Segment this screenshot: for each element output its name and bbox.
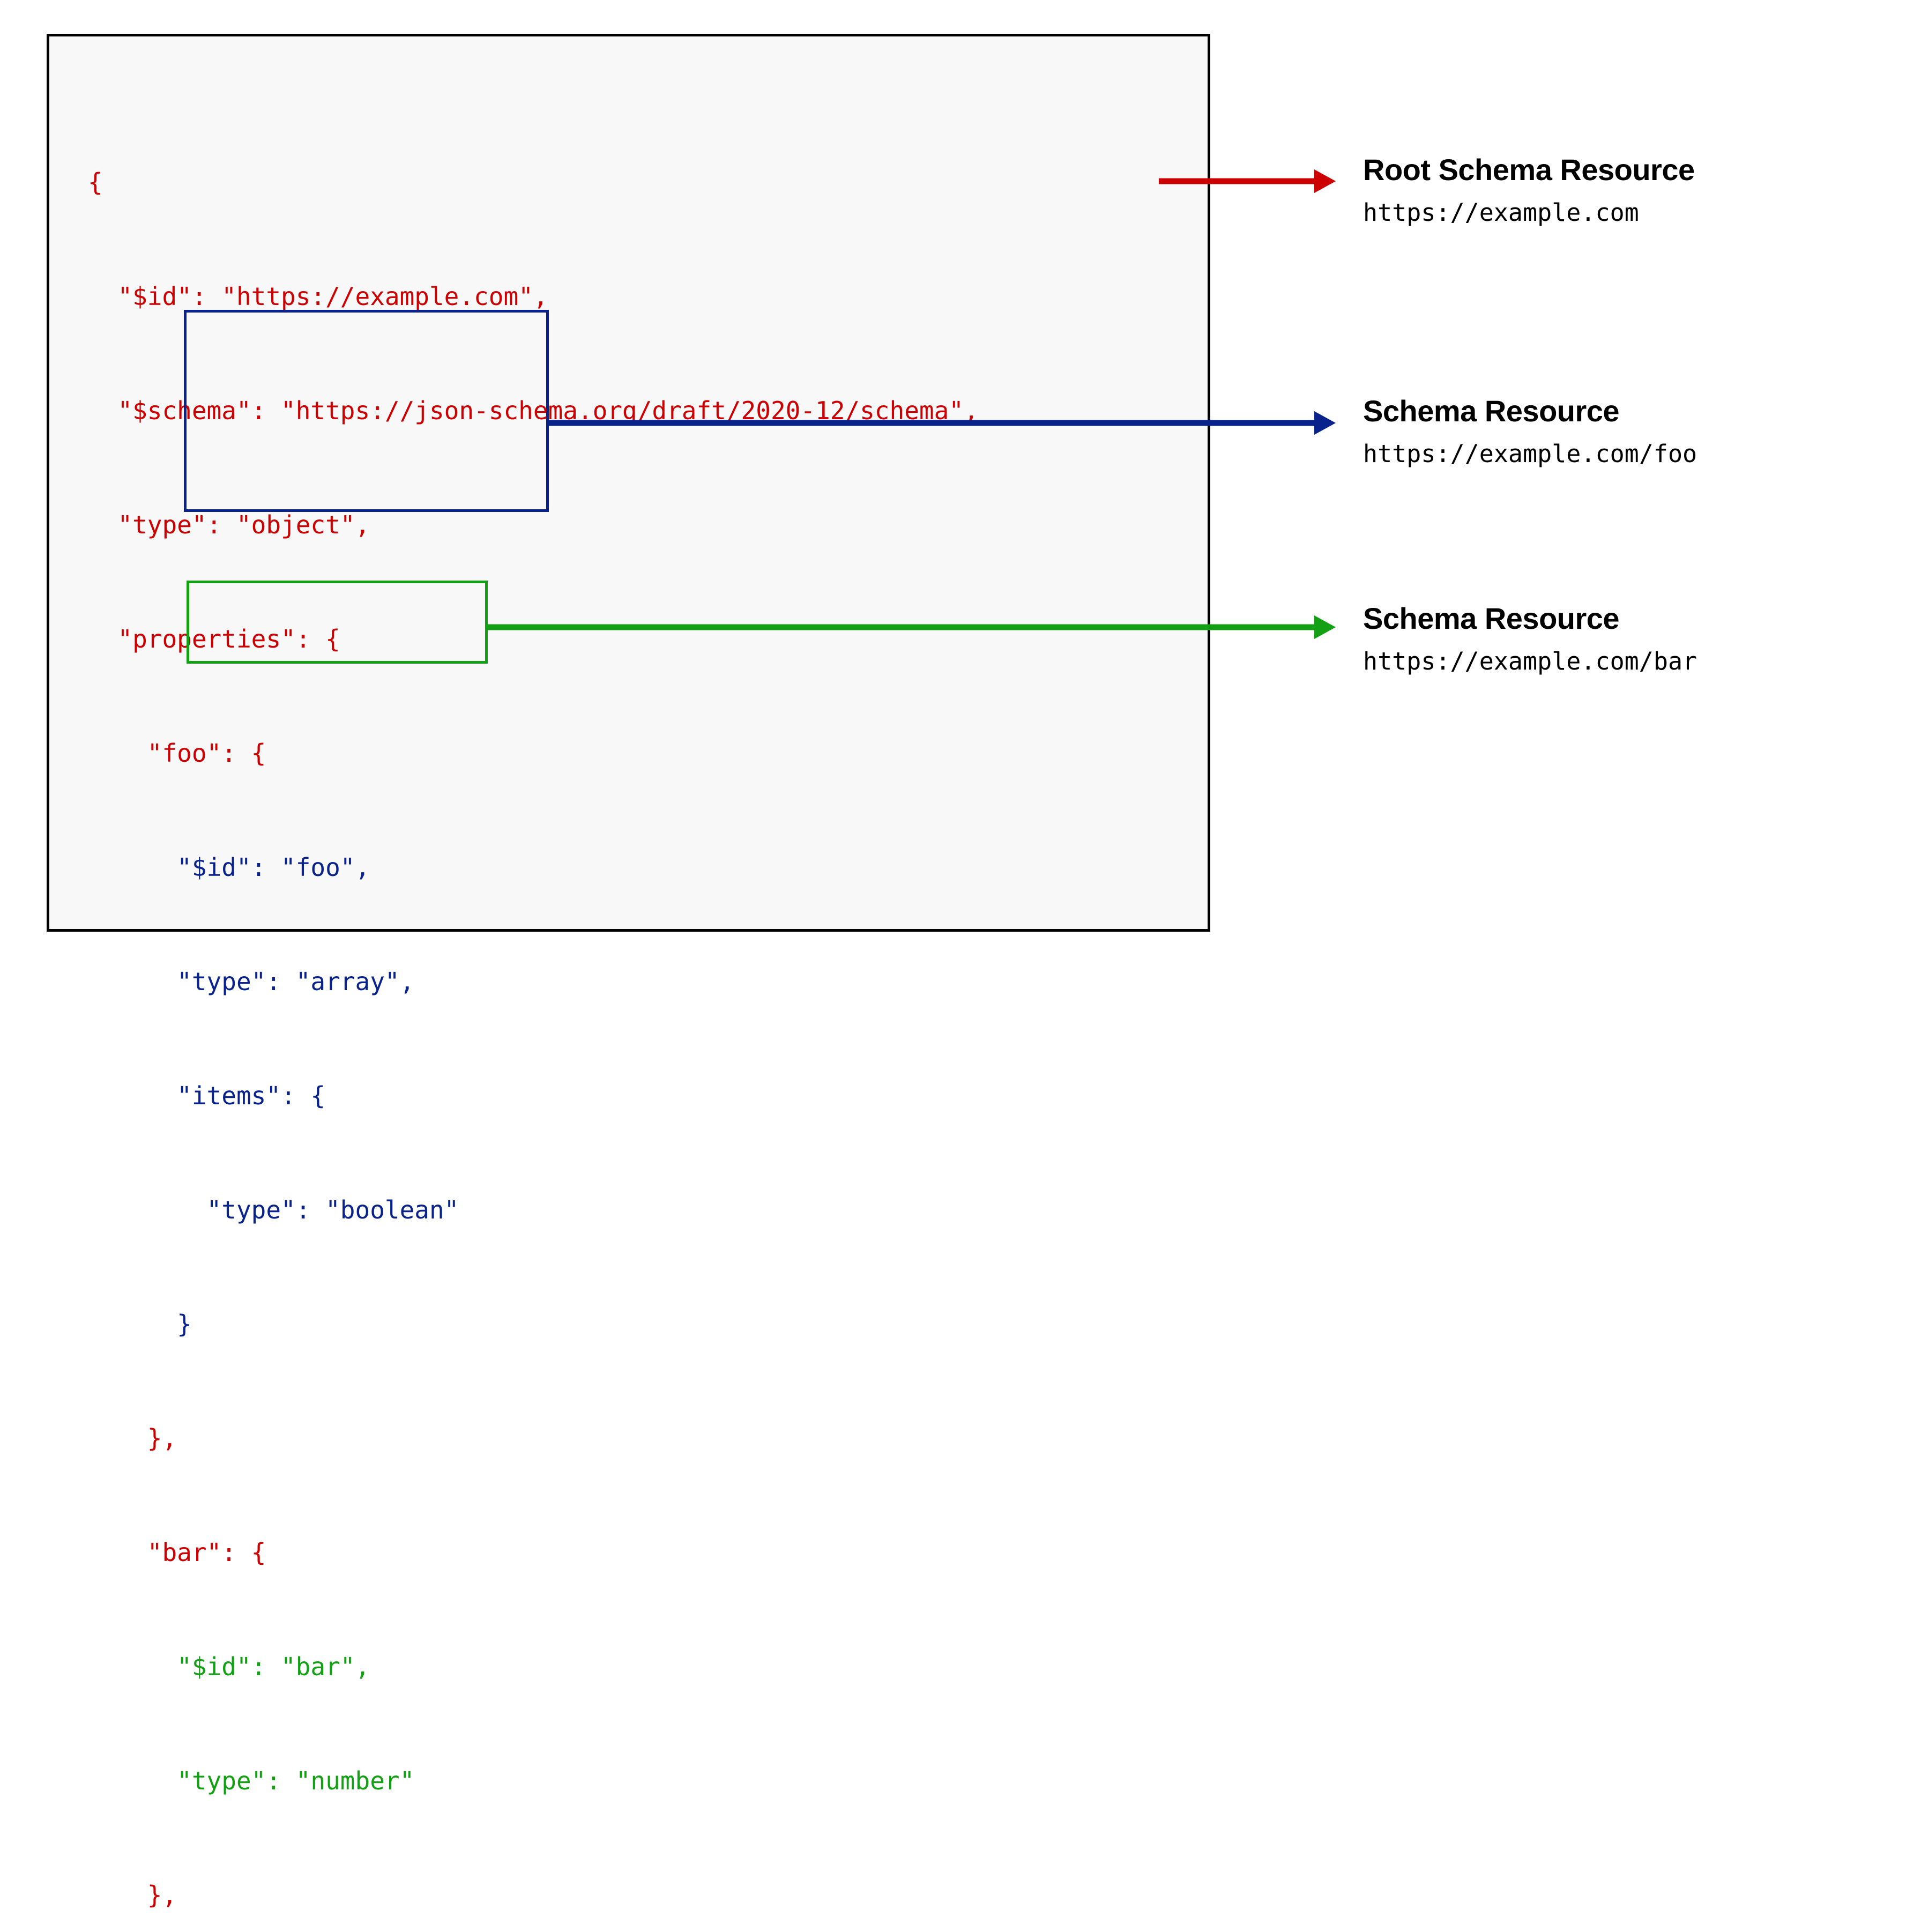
annotation-bar-schema-resource: Schema Resource https://example.com/bar <box>1363 603 1697 674</box>
arrow-root-schema <box>1159 165 1336 197</box>
annotation-root-schema-resource: Root Schema Resource https://example.com <box>1363 154 1695 225</box>
code-line: }, <box>88 1424 177 1453</box>
code-line: "$id": "bar", <box>88 1652 370 1681</box>
highlight-box-bar-schema-resource <box>187 581 488 664</box>
code-panel: { "$id": "https://example.com", "$schema… <box>47 34 1210 1909</box>
code-line: { <box>88 168 103 197</box>
code-line: "$id": "https://example.com", <box>88 282 548 311</box>
code-line: "items": { <box>88 1081 326 1110</box>
annotation-uri: https://example.com/foo <box>1363 439 1697 468</box>
code-line: "$id": "foo", <box>88 853 370 882</box>
code-line: "type": "object", <box>88 510 370 539</box>
code-line: "foo": { <box>88 739 266 768</box>
annotation-title: Schema Resource <box>1363 394 1620 428</box>
annotation-uri: https://example.com/bar <box>1363 647 1697 675</box>
code-line: "type": "boolean" <box>88 1195 459 1224</box>
highlight-box-foo-schema-resource <box>184 310 549 512</box>
code-line: "bar": { <box>88 1538 266 1567</box>
code-line: "type": "array", <box>88 967 415 996</box>
annotation-uri: https://example.com <box>1363 198 1639 227</box>
code-line: "type": "number" <box>88 1766 415 1795</box>
code-line: "properties": { <box>88 625 340 653</box>
annotation-foo-schema-resource: Schema Resource https://example.com/foo <box>1363 394 1697 468</box>
code-line: }, <box>88 1881 177 1909</box>
annotation-title: Root Schema Resource <box>1363 153 1695 187</box>
arrow-foo-schema <box>546 407 1336 439</box>
annotation-title: Schema Resource <box>1363 601 1620 635</box>
code-line: } <box>88 1310 192 1339</box>
arrow-bar-schema <box>485 611 1336 643</box>
